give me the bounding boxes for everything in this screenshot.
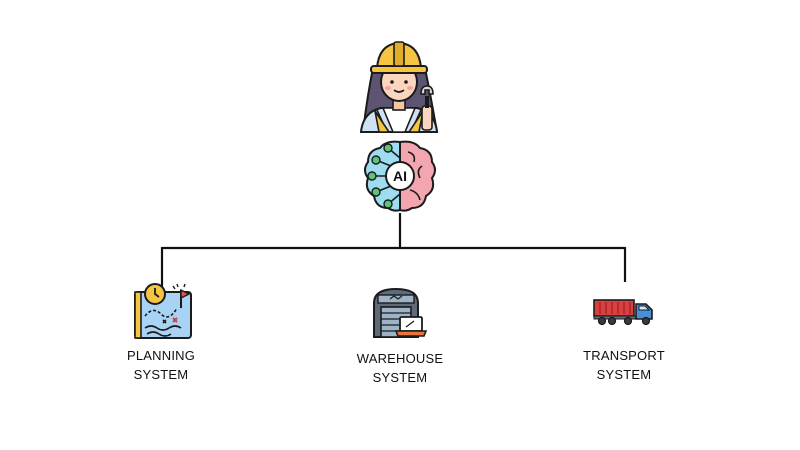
- planning-label-line2: SYSTEM: [133, 367, 189, 382]
- ai-brain-icon: [364, 140, 436, 212]
- ai-badge-text: AI: [393, 168, 407, 184]
- transport-label-line2: SYSTEM: [596, 367, 652, 382]
- planning-label-line1: PLANNING: [126, 348, 196, 363]
- warehouse-system-label: WAREHOUSE SYSTEM: [330, 349, 470, 387]
- transport-system-label: TRANSPORT SYSTEM: [554, 346, 694, 384]
- warehouse-label-line1: WAREHOUSE: [356, 351, 444, 366]
- engineer-worker-icon: [359, 41, 439, 133]
- transport-label-line1: TRANSPORT: [583, 348, 665, 363]
- truck-icon: [593, 299, 653, 326]
- planning-map-icon: [134, 283, 192, 339]
- planning-system-label: PLANNING SYSTEM: [91, 346, 231, 384]
- warehouse-icon: [373, 287, 428, 338]
- warehouse-label-line2: SYSTEM: [372, 370, 428, 385]
